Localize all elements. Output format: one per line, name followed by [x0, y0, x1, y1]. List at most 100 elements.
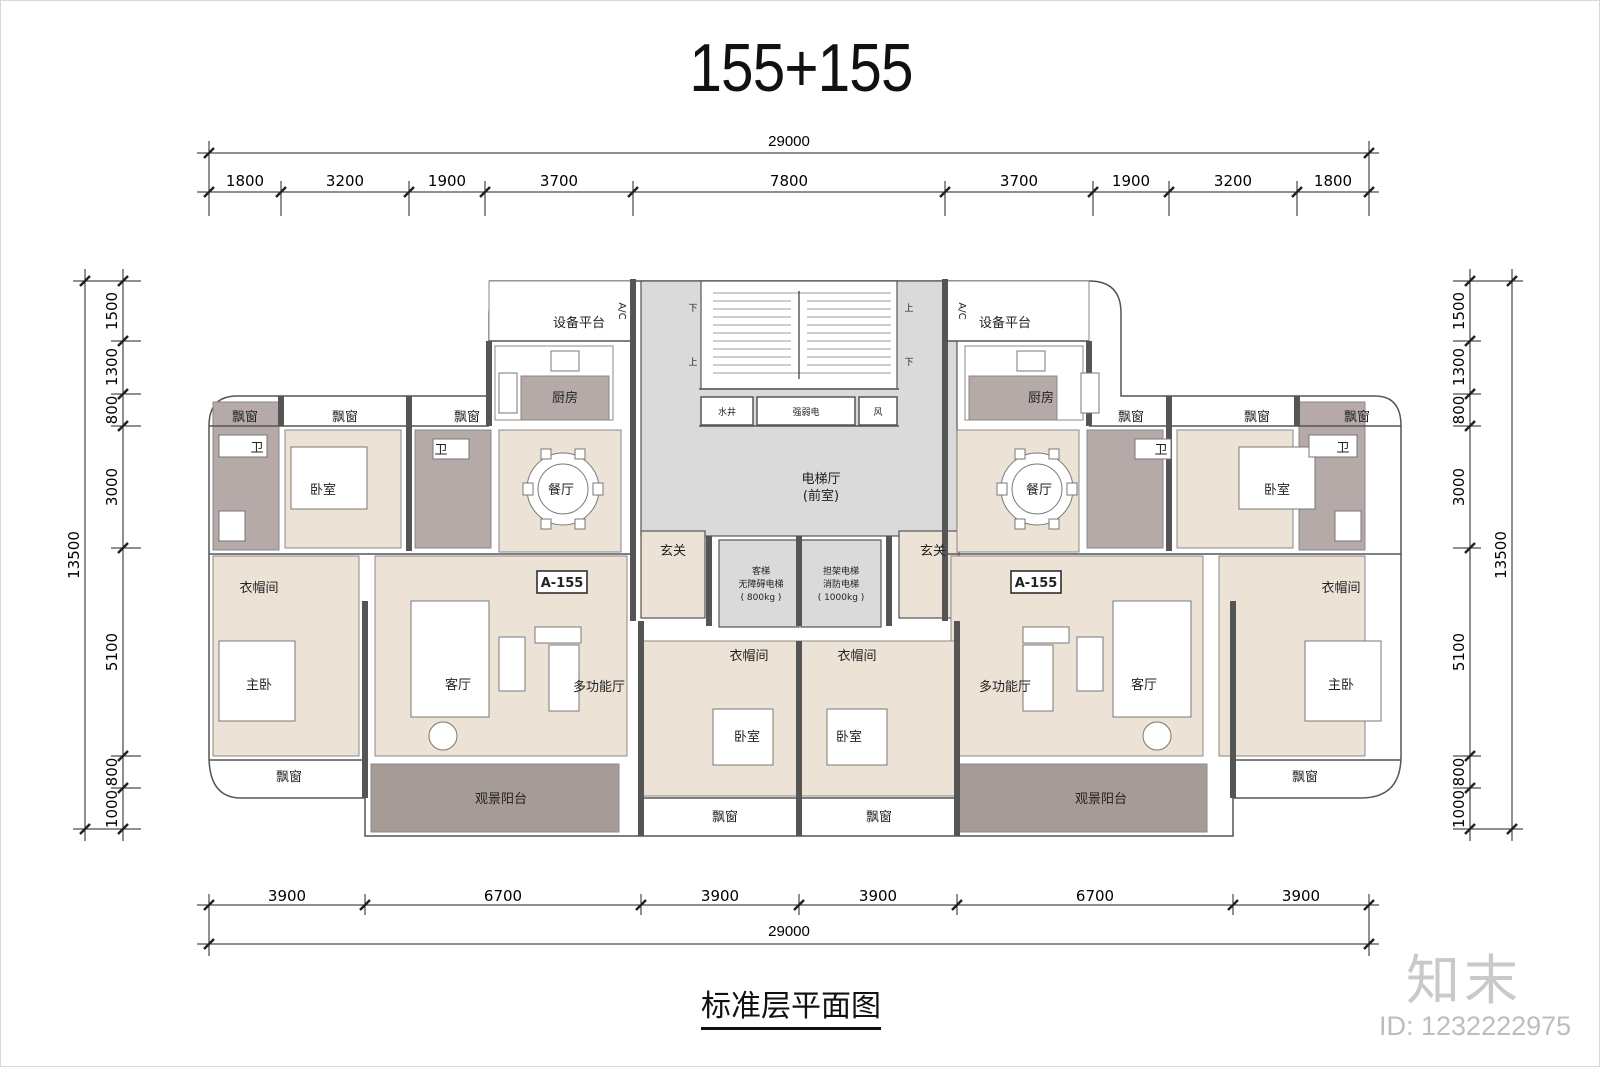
bottom-dim-1: 3900 — [268, 887, 306, 905]
right-dim-6: 800 — [1450, 758, 1468, 787]
label-elevator-right-3: ( 1000kg ) — [818, 593, 865, 603]
label-water-well: 水井 — [718, 406, 736, 418]
label-kitchen-right: 厨房 — [1028, 390, 1054, 406]
label-master-right: 主卧 — [1328, 678, 1354, 693]
label-bay-window-5: 飘窗 — [1244, 409, 1270, 425]
label-equipment-platform-right: 设备平台 — [979, 315, 1031, 331]
left-dim-7: 1000 — [103, 790, 121, 828]
label-cloakroom-2: 衣帽间 — [1321, 580, 1360, 596]
top-dimension-ticks — [203, 147, 1375, 198]
stair-treads — [713, 291, 891, 379]
label-bay-window-6: 飘窗 — [1344, 409, 1370, 425]
top-dim-2: 3200 — [326, 172, 364, 190]
label-master-left: 主卧 — [246, 678, 272, 693]
right-dim-7: 1000 — [1450, 790, 1468, 828]
label-balcony-left: 观景阳台 — [475, 792, 527, 807]
watermark-logo: 知末 — [1406, 949, 1522, 1012]
label-living-right: 客厅 — [1131, 677, 1157, 693]
label-bedroom-2: 卧室 — [1264, 482, 1290, 498]
unit-label-boxes — [536, 570, 1062, 594]
plan-title: 155+155 — [689, 30, 913, 106]
dining-table-left — [522, 448, 604, 530]
label-unit-left: A-155 — [541, 576, 584, 591]
label-foyer-right: 玄关 — [920, 544, 946, 559]
label-ac-left: A/C — [616, 302, 627, 319]
bottom-total-dim: 29000 — [768, 923, 810, 940]
label-elevator-left-1: 客梯 — [752, 565, 770, 577]
label-elevator-right-2: 消防电梯 — [823, 578, 859, 590]
left-dimension-chain — [73, 269, 141, 841]
left-dim-5: 5100 — [103, 633, 121, 671]
label-bedroom-4: 卧室 — [836, 729, 862, 745]
top-dim-9: 1800 — [1314, 172, 1352, 190]
thin-partitions — [209, 340, 1401, 799]
label-foyer-left: 玄关 — [660, 544, 686, 559]
right-dim-4: 3000 — [1450, 468, 1468, 506]
walls — [278, 279, 1300, 836]
bottom-dim-2: 6700 — [484, 887, 522, 905]
label-bay-window-1: 飘窗 — [232, 409, 258, 425]
label-cloakroom-3: 衣帽间 — [729, 648, 768, 664]
fixtures — [218, 350, 1362, 542]
label-elevator-right-1: 担架电梯 — [823, 565, 859, 577]
top-total-dim: 29000 — [768, 133, 810, 150]
bottom-dimension-ticks — [203, 899, 1375, 950]
label-stair-down-2: 下 — [904, 358, 913, 368]
label-bath-2: 卫 — [434, 443, 447, 458]
label-stair-up-1: 上 — [688, 357, 697, 368]
label-elevator-hall-sub: (前室) — [803, 488, 839, 504]
label-equipment-platform-left: 设备平台 — [553, 315, 605, 331]
label-bay-window-2: 飘窗 — [332, 409, 358, 425]
label-bay-window-8: 飘窗 — [1292, 769, 1318, 785]
label-elevator-left-2: 无障碍电梯 — [738, 578, 783, 590]
watermark-id: ID: 1232222975 — [1379, 1011, 1572, 1041]
label-bay-window-10: 飘窗 — [866, 809, 892, 825]
left-dim-6: 800 — [103, 758, 121, 787]
label-bedroom-3: 卧室 — [734, 729, 760, 745]
label-bay-window-9: 飘窗 — [712, 809, 738, 825]
left-total-dim: 13500 — [65, 531, 83, 579]
label-bedroom-1: 卧室 — [310, 482, 336, 498]
plan-caption: 标准层平面图 — [701, 981, 881, 1030]
label-cloakroom-4: 衣帽间 — [837, 648, 876, 664]
label-elevator-hall: 电梯厅 — [801, 472, 840, 487]
label-electric-well: 强弱电 — [792, 406, 819, 418]
right-total-dim: 13500 — [1492, 531, 1510, 579]
bottom-dim-5: 6700 — [1076, 887, 1114, 905]
right-dimension-chain — [1453, 269, 1523, 841]
label-multi-left: 多功能厅 — [573, 679, 625, 695]
label-bath-4: 卫 — [1336, 441, 1349, 456]
bottom-dim-3: 3900 — [701, 887, 739, 905]
label-bay-window-3: 飘窗 — [454, 409, 480, 425]
label-wind-well: 风 — [873, 407, 882, 418]
label-balcony-right: 观景阳台 — [1075, 792, 1127, 807]
shafts — [700, 396, 898, 426]
label-multi-right: 多功能厅 — [979, 679, 1031, 695]
label-bay-window-4: 飘窗 — [1118, 409, 1144, 425]
label-cloakroom-1: 衣帽间 — [239, 580, 278, 596]
label-living-left: 客厅 — [445, 677, 471, 693]
top-dim-8: 3200 — [1214, 172, 1252, 190]
dining-table-right — [996, 448, 1078, 530]
top-dim-7: 1900 — [1112, 172, 1150, 190]
left-dim-2: 1300 — [103, 348, 121, 386]
right-dim-3: 800 — [1450, 396, 1468, 425]
label-ac-right: A/C — [956, 302, 967, 319]
top-dim-1: 1800 — [226, 172, 264, 190]
top-dim-3: 1900 — [428, 172, 466, 190]
living-sofa-left — [410, 600, 582, 751]
label-dining-right: 餐厅 — [1026, 482, 1052, 498]
beds — [218, 446, 1382, 766]
left-dim-1: 1500 — [103, 292, 121, 330]
bottom-dim-6: 3900 — [1282, 887, 1320, 905]
label-bath-1: 卫 — [250, 441, 263, 456]
top-dim-6: 3700 — [1000, 172, 1038, 190]
label-stair-up-2: 上 — [904, 303, 913, 314]
label-stair-down-1: 下 — [688, 304, 697, 314]
label-elevator-left-3: ( 800kg ) — [741, 593, 782, 603]
top-dim-4: 3700 — [540, 172, 578, 190]
top-dim-5: 7800 — [770, 172, 808, 190]
label-unit-right: A-155 — [1015, 576, 1058, 591]
